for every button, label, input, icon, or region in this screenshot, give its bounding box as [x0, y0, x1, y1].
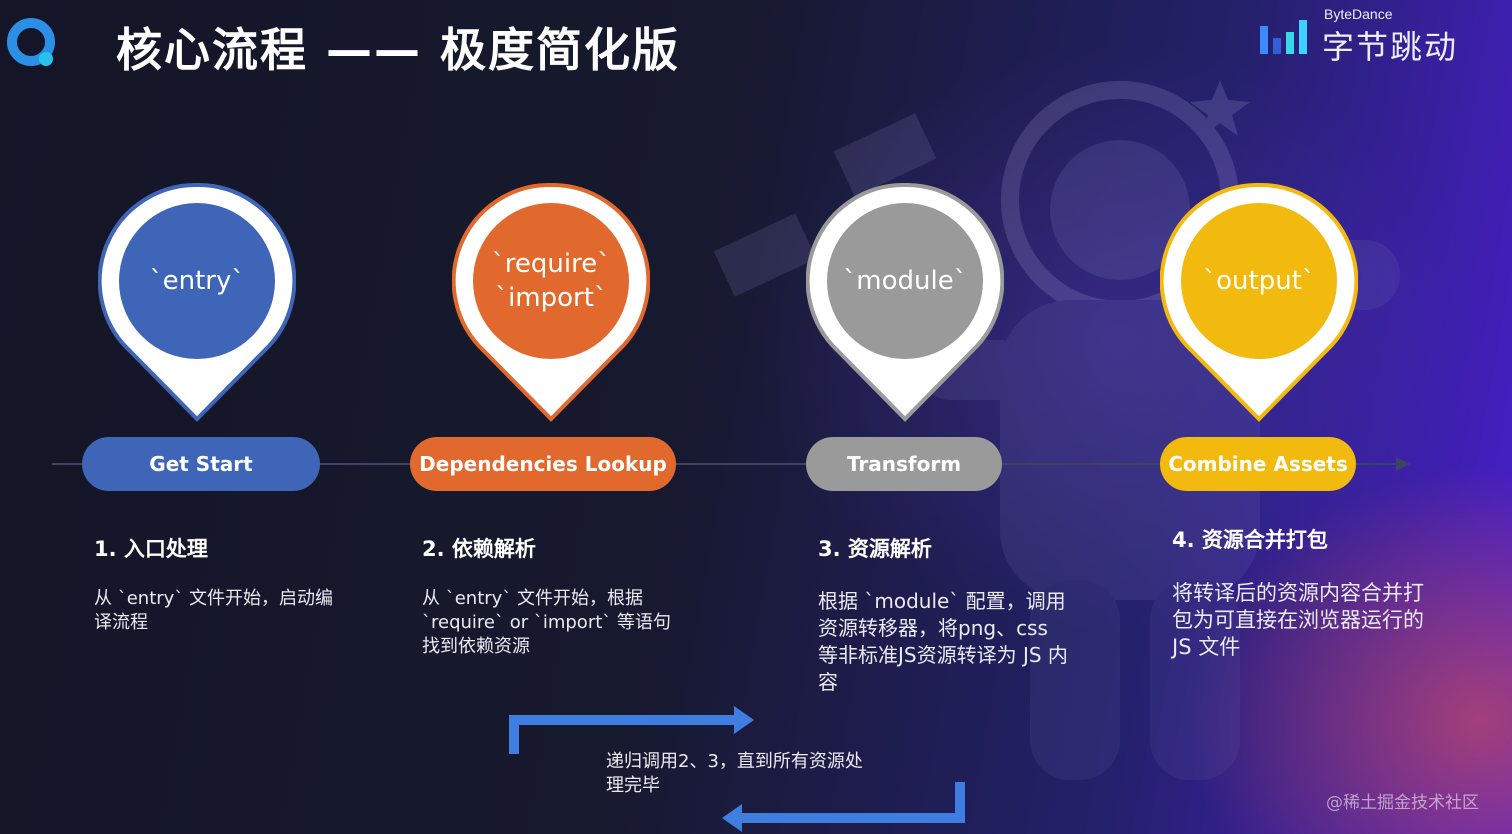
timeline-line — [52, 463, 1408, 465]
brand-name-english: ByteDance — [1324, 6, 1393, 22]
bytedance-logo-icon — [1260, 20, 1307, 54]
pin-label: `require` `import` — [491, 249, 611, 313]
brand-name-chinese: 字节跳动 — [1322, 28, 1459, 66]
page-title: 核心流程 —— 极度简化版 — [116, 23, 681, 77]
step-title: 2. 依赖解析 — [422, 537, 536, 561]
watermark: @稀土掘金技术社区 — [1326, 793, 1479, 813]
map-pin-icon — [97, 182, 297, 422]
step-title: 3. 资源解析 — [818, 537, 932, 561]
timeline-arrow-icon — [1396, 457, 1410, 471]
map-pin-icon — [451, 182, 651, 422]
pin-entry: `entry` — [97, 182, 297, 423]
pin-label: `entry` — [149, 266, 245, 296]
step-pill-dependencies-lookup: Dependencies Lookup — [410, 437, 676, 491]
loop-arrows-icon — [509, 706, 965, 832]
pin-label: `output` — [1203, 266, 1315, 296]
map-pin-icon — [805, 182, 1005, 422]
step-description: 从 `entry` 文件开始，根据 `require` or `import` … — [422, 588, 672, 657]
map-pin-icon — [1159, 182, 1359, 422]
app-logo-icon — [7, 18, 55, 66]
step-description: 根据 `module` 配置，调用资源转移器，将png、css 等非标准JS资源… — [818, 589, 1068, 694]
step-title: 1. 入口处理 — [94, 537, 208, 561]
step-pill-combine-assets: Combine Assets — [1160, 437, 1356, 491]
pin-require-import: `require` `import` — [451, 182, 651, 423]
loop-note: 递归调用2、3，直到所有资源处理完毕 — [606, 751, 863, 796]
step-description: 从 `entry` 文件开始，启动编译流程 — [94, 588, 334, 633]
step-title: 4. 资源合并打包 — [1172, 528, 1328, 552]
step-pill-get-start: Get Start — [82, 437, 320, 491]
pin-module: `module` — [805, 182, 1005, 423]
step-description: 将转译后的资源内容合并打包为可直接在浏览器运行的 JS 文件 — [1172, 581, 1424, 659]
pin-label: `module` — [843, 266, 967, 296]
pin-output: `output` — [1159, 182, 1359, 423]
step-pill-transform: Transform — [806, 437, 1002, 491]
